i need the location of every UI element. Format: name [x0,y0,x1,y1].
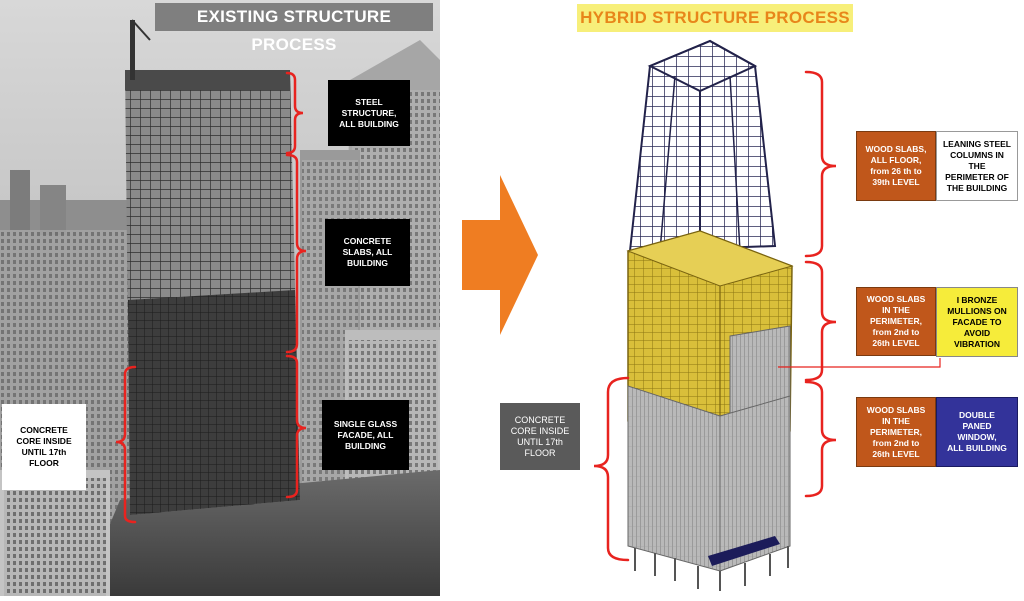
wood-slabs-low-label: WOOD SLABS IN THE PERIMETER, from 2nd to… [856,397,936,467]
bracket-wood-mid [804,260,837,382]
concrete-core-label-left: CONCRETE CORE INSIDE UNTIL 17th FLOOR [2,404,86,490]
double-paned-window-label: DOUBLE PANED WINDOW, ALL BUILDING [936,397,1018,467]
bracket-wood-top [804,70,837,258]
bronze-pointer-line [778,358,941,368]
leaning-steel-columns-label: LEANING STEEL COLUMNS IN THE PERIMETER O… [936,131,1018,201]
bronze-mullions-label: I BRONZE MULLIONS ON FACADE TO AVOID VIB… [936,287,1018,357]
wood-slabs-top-label: WOOD SLABS, ALL FLOOR, from 26 th to 39t… [856,131,936,201]
bracket-steel [285,71,304,155]
process-arrow [462,175,538,335]
bracket-core-left [115,365,137,524]
steel-structure-label: STEEL STRUCTURE, ALL BUILDING [328,80,410,146]
hybrid-building-model [626,39,794,591]
bracket-glass [285,354,307,499]
hybrid-structure-title: HYBRID STRUCTURE PROCESS [577,4,853,32]
bracket-wood-low [804,380,837,498]
existing-structure-title: EXISTING STRUCTURE PROCESS [155,3,433,54]
wood-slabs-mid-label: WOOD SLABS IN THE PERIMETER, from 2nd to… [856,287,936,356]
single-glass-facade-label: SINGLE GLASS FACADE, ALL BUILDING [322,400,409,470]
bracket-core-right [593,376,630,562]
concrete-slabs-label: CONCRETE SLABS, ALL BUILDING [325,219,410,286]
bracket-concrete-slabs [285,153,307,354]
concrete-core-label-right: CONCRETE CORE INSIDE UNTIL 17th FLOOR [500,403,580,470]
